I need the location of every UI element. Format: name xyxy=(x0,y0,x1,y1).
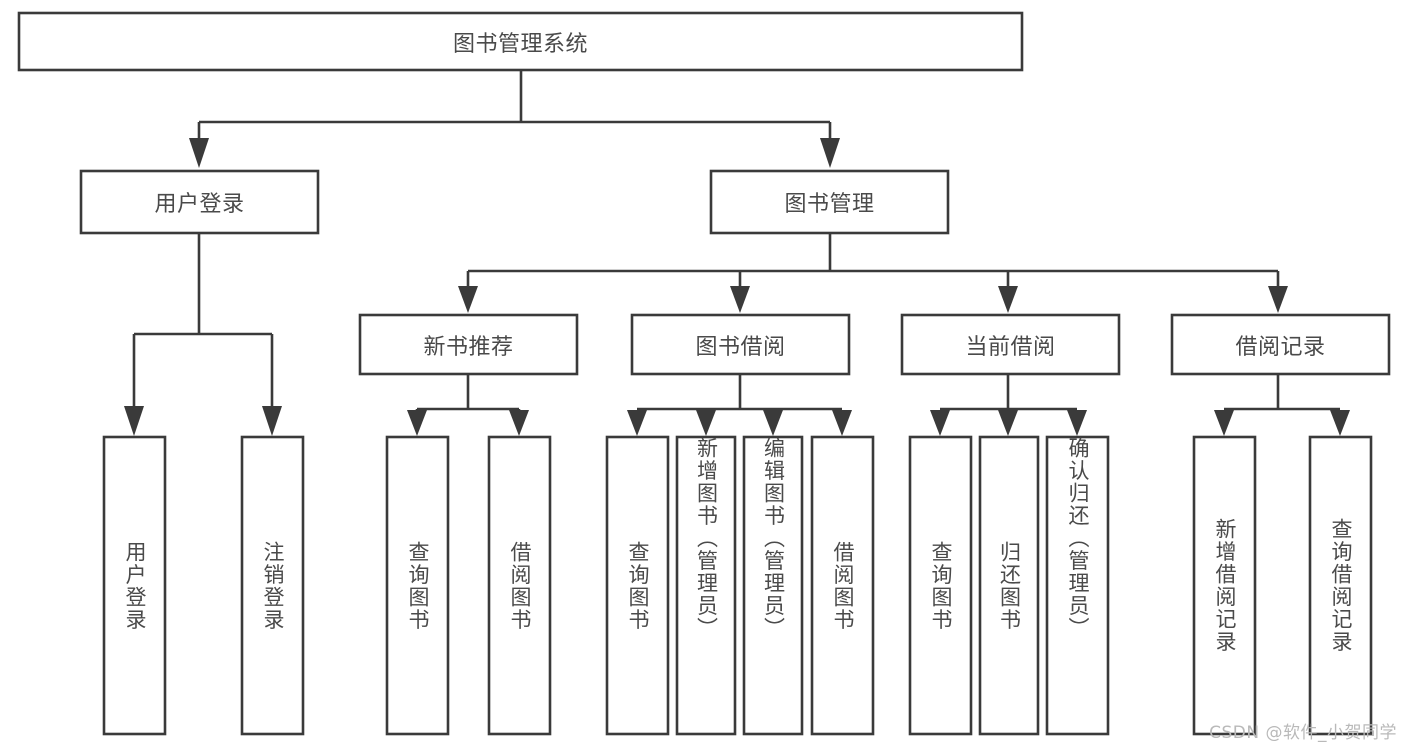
arrow-head-leaf-ul-1 xyxy=(124,406,144,436)
node-book-borrow[interactable] xyxy=(630,313,851,376)
leaf-new-book-1[interactable] xyxy=(487,435,552,736)
arrow-head-leaf-br-2 xyxy=(1330,410,1350,436)
arrow-head-leaf-cb-3 xyxy=(1067,410,1087,436)
arrow-head-book-borrow xyxy=(730,286,750,313)
arrow-head-book-manage xyxy=(820,138,840,168)
arrow-head-leaf-nb-1 xyxy=(407,410,427,436)
leaf-current-borrow-1[interactable] xyxy=(978,435,1040,736)
arrow-head-leaf-cb-1 xyxy=(930,410,950,436)
leaf-user-login-1[interactable] xyxy=(240,435,305,736)
arrow-head-leaf-bb-1 xyxy=(627,410,647,436)
connector-group-borrow-record xyxy=(1214,374,1350,436)
node-new-book-recommend[interactable] xyxy=(358,313,579,376)
leaf-book-borrow-2[interactable] xyxy=(742,435,804,736)
connector-group-current-borrow xyxy=(930,374,1087,436)
connector-group-user-login xyxy=(124,233,282,436)
arrow-head-leaf-bb-2 xyxy=(696,410,716,436)
csdn-watermark: CSDN @软件_小贺同学 xyxy=(1209,723,1397,743)
arrow-head-leaf-bb-4 xyxy=(832,410,852,436)
connector-group-book-borrow xyxy=(627,374,852,436)
node-borrow-record[interactable] xyxy=(1170,313,1391,376)
node-book-manage[interactable] xyxy=(709,169,950,235)
arrow-head-leaf-bb-3 xyxy=(763,410,783,436)
leaf-book-borrow-3[interactable] xyxy=(810,435,875,736)
arrow-head-leaf-cb-2 xyxy=(998,410,1018,436)
leaf-borrow-record-0[interactable] xyxy=(1192,435,1257,736)
connector-group-new-book xyxy=(407,374,529,436)
node-current-borrow[interactable] xyxy=(900,313,1121,376)
connector-group-book-manage xyxy=(458,233,1288,313)
arrow-head-borrow-record xyxy=(1268,286,1288,313)
node-user-login[interactable] xyxy=(79,169,320,235)
arrow-head-leaf-br-1 xyxy=(1214,410,1234,436)
leaf-current-borrow-0[interactable] xyxy=(908,435,973,736)
arrow-head-leaf-nb-2 xyxy=(509,410,529,436)
arrow-head-leaf-ul-2 xyxy=(262,406,282,436)
leaf-borrow-record-1[interactable] xyxy=(1308,435,1373,736)
node-root[interactable] xyxy=(17,11,1024,72)
arrow-head-user-login xyxy=(189,138,209,168)
leaf-book-borrow-0[interactable] xyxy=(605,435,670,736)
leaf-book-borrow-1[interactable] xyxy=(675,435,737,736)
arrow-head-new-book xyxy=(458,286,478,313)
leaf-current-borrow-2[interactable] xyxy=(1045,435,1110,736)
leaf-new-book-0[interactable] xyxy=(385,435,450,736)
arrow-head-current-borrow xyxy=(998,286,1018,313)
leaf-user-login-0[interactable] xyxy=(102,435,167,736)
connector-group-root xyxy=(189,70,840,168)
